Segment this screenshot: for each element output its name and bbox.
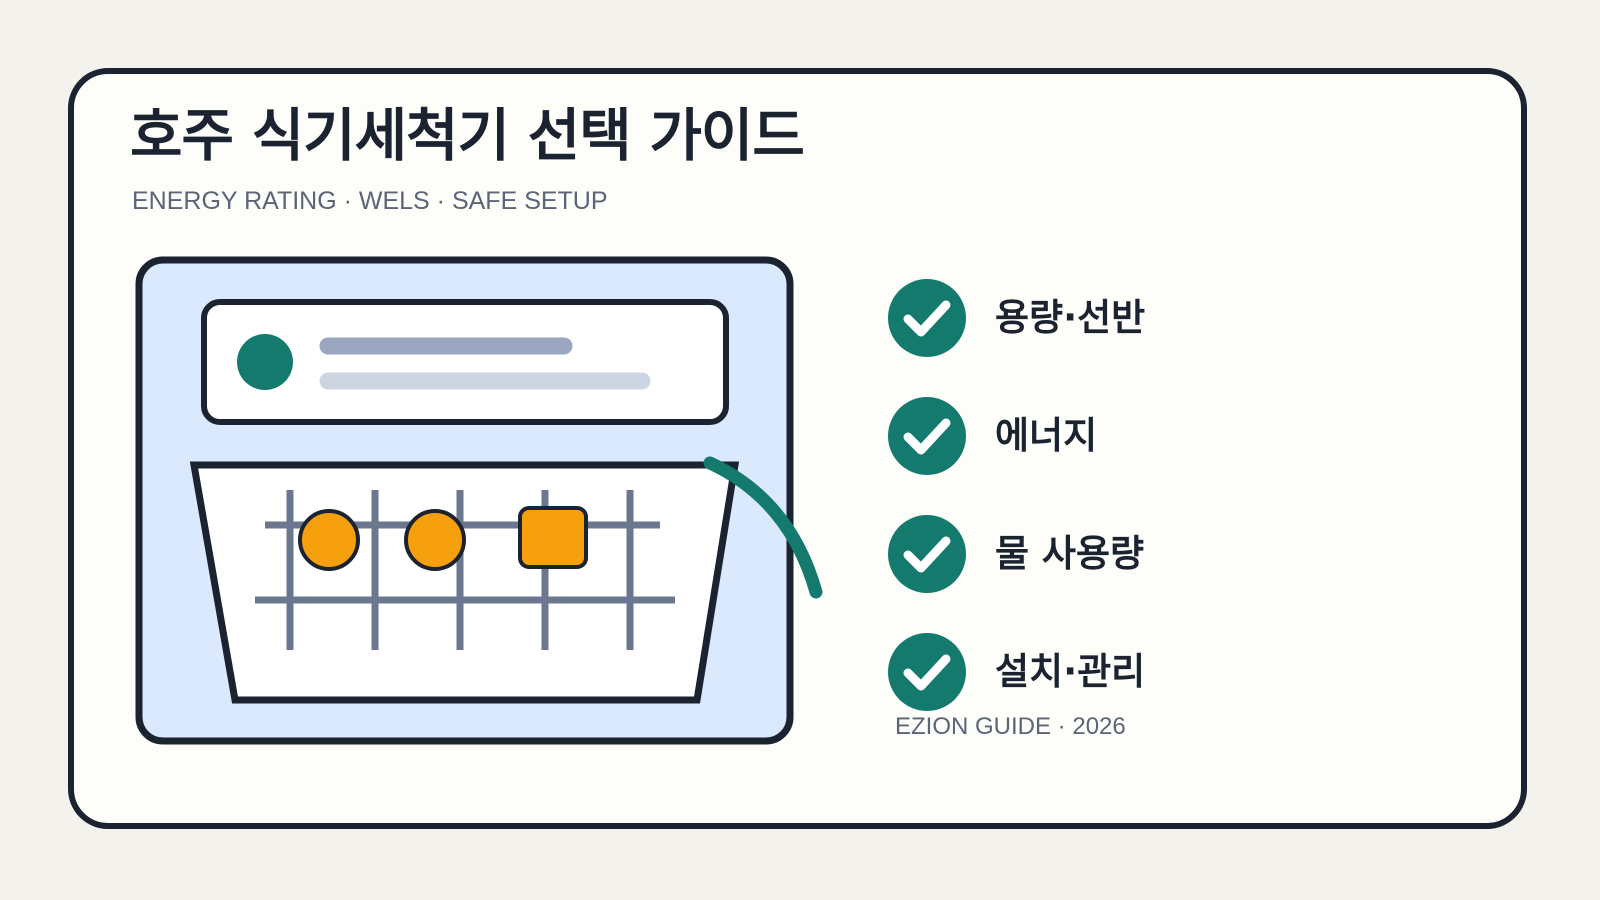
- checklist-item-label: 용량·선반: [995, 296, 1146, 339]
- checklist-item-label: 에너지: [995, 414, 1098, 457]
- check-icon: [888, 633, 966, 711]
- check-icon: [888, 397, 966, 475]
- check-icon: [888, 279, 966, 357]
- checklist-item-energy: 에너지: [888, 397, 1145, 515]
- check-icon: [888, 515, 966, 593]
- guide-card: [68, 68, 1527, 829]
- checklist-item-water: 물 사용량: [888, 515, 1145, 633]
- page-title: 호주 식기세척기 선택 가이드: [130, 103, 805, 169]
- checklist-item-capacity: 용량·선반: [888, 279, 1145, 397]
- page-subtitle: ENERGY RATING · WELS · SAFE SETUP: [132, 187, 608, 215]
- checklist-item-install: 설치·관리: [888, 633, 1145, 751]
- checklist-item-label: 물 사용량: [995, 532, 1145, 575]
- checklist-item-label: 설치·관리: [995, 650, 1146, 693]
- feature-checklist: 용량·선반 에너지 물 사용량 설치·관리: [888, 279, 1145, 751]
- footer-credit: EZION GUIDE · 2026: [895, 713, 1126, 740]
